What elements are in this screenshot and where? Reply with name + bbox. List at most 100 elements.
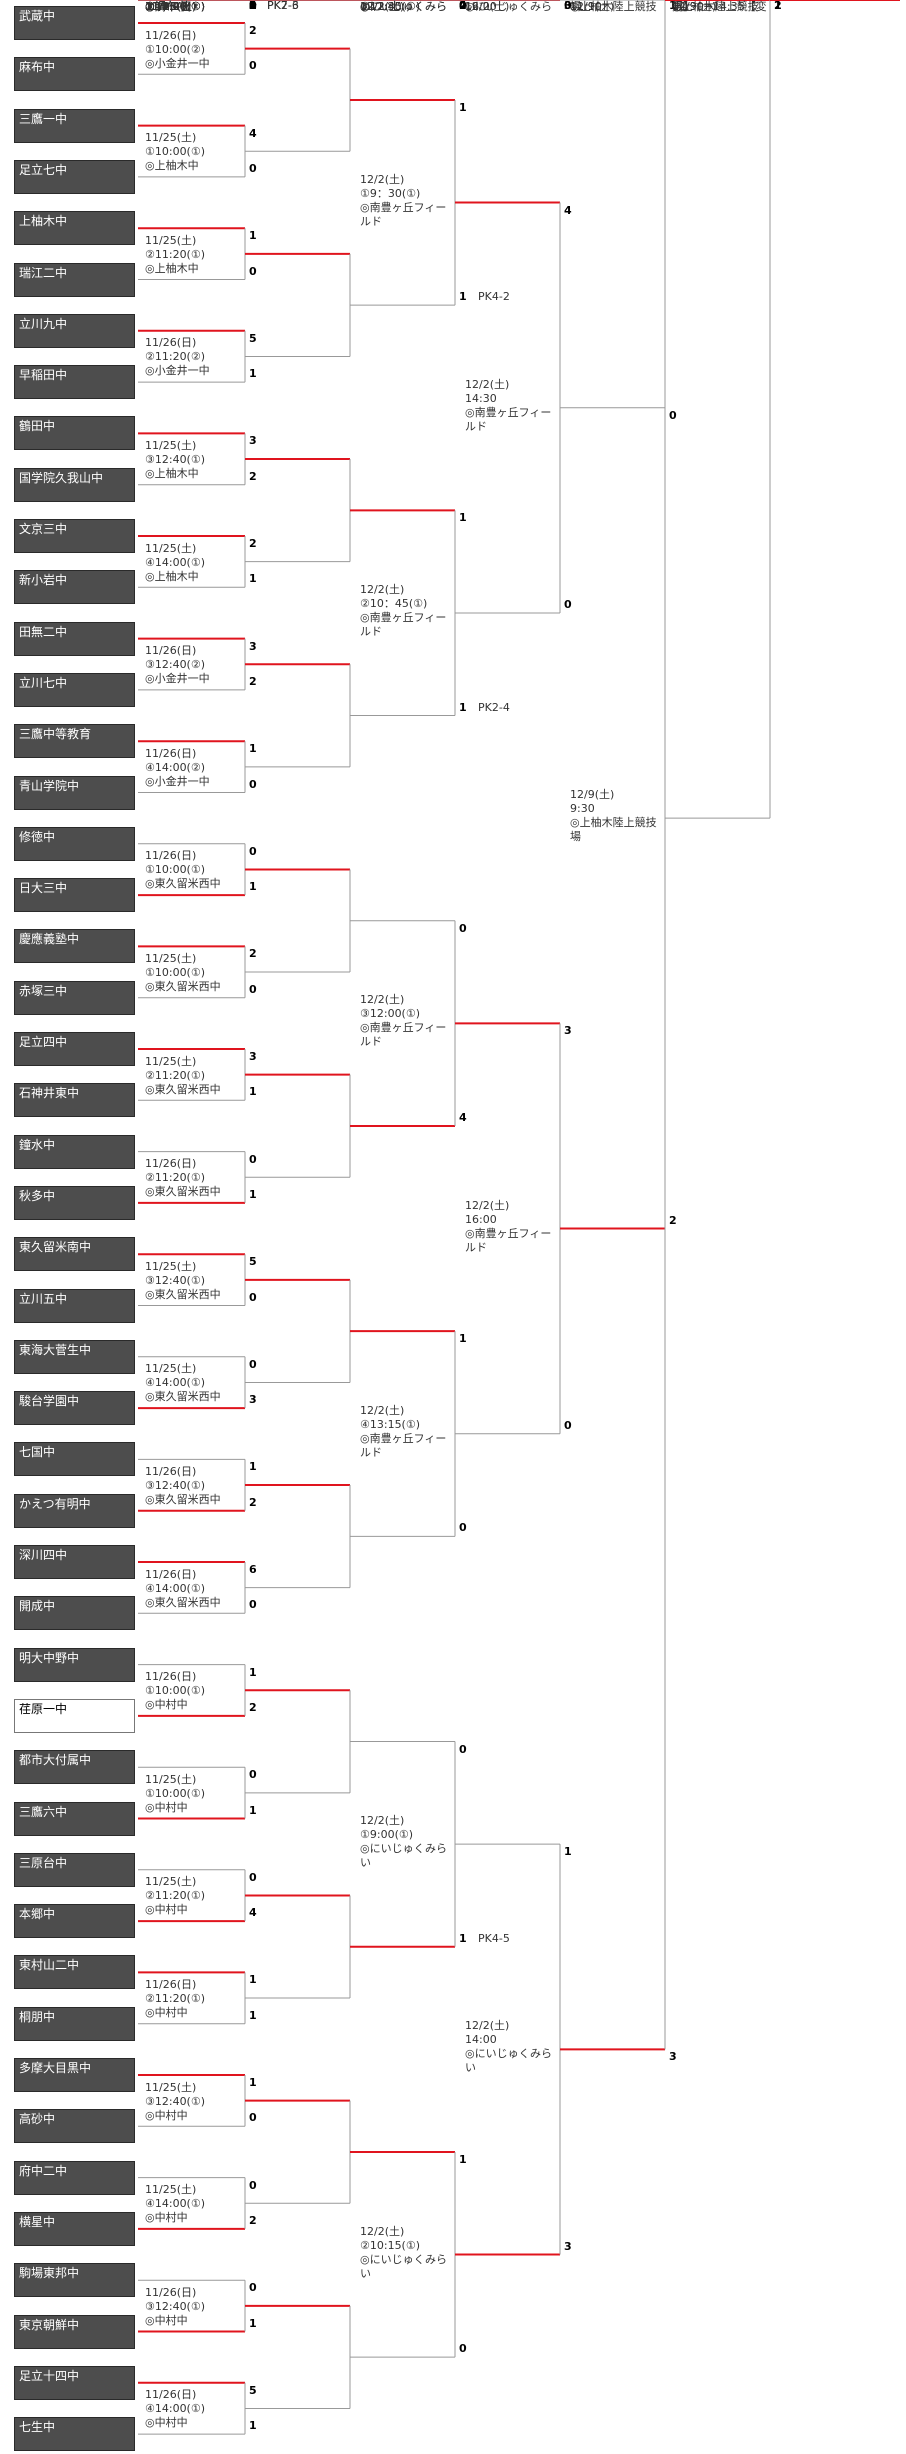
match-info-line: ◎南豊ヶ丘フィー: [360, 610, 447, 624]
score-top: 1: [249, 1460, 257, 1474]
match-info-line: い: [360, 1856, 371, 1870]
match-info-line: ③12:40(①): [145, 2299, 206, 2313]
match-info-line: ④14:00(①): [145, 2197, 206, 2211]
score-bottom: 3: [249, 1393, 257, 1407]
match-info-line: 11/25(土): [145, 2080, 197, 2094]
match-info-line: 11/26(日): [145, 1567, 197, 1581]
final-score-top: 1: [774, 0, 782, 12]
match-info-line: ①10:00(①): [145, 145, 206, 159]
score-top: 0: [459, 1742, 467, 1756]
team-box: 赤塚三中: [14, 980, 135, 1015]
match-info-line: 11/25(土): [145, 2183, 197, 2197]
team-box: 本郷中: [14, 1904, 135, 1939]
team-box: 七国中: [14, 1442, 135, 1477]
match-info-line: ◎調布中: [145, 0, 188, 13]
score-top: 1: [249, 0, 257, 12]
match-info-line: 12/9(土): [672, 0, 717, 13]
match-info-line: 11/25(土): [145, 0, 197, 13]
score-bottom: 0: [249, 1598, 257, 1612]
match-info-line: 12/2(土): [360, 582, 405, 596]
match-info-line: ◎小金井一中: [145, 672, 210, 686]
match-info-line: ◎にいじゅくみら: [360, 0, 448, 13]
match-info-line: ◎にいじゅくみら: [465, 2047, 553, 2061]
match-info-line: ◎東久留米西中: [145, 1493, 221, 1507]
match-info-line: ①10:00(①): [145, 863, 206, 877]
score-bottom: 1: [249, 880, 257, 894]
match-info-line: ③12:40(①): [145, 0, 206, 13]
score-bottom: 1: [249, 2316, 257, 2330]
match-info-line: ◎小金井一中: [145, 774, 210, 788]
match-info-line: 12/2(土): [360, 1403, 405, 1417]
match-info-line: 11/25(土): [145, 1054, 197, 1068]
team-box: 東京朝鮮中: [14, 2314, 135, 2349]
match-info-line: 11/25(土): [145, 0, 197, 13]
match-info-line: 11/25(土): [145, 1362, 197, 1376]
score-bottom: 4: [249, 1906, 257, 1920]
match-info-line: ◎上柚木陸上競技: [570, 816, 657, 830]
team-box: 日大三中: [14, 878, 135, 913]
team-box: 三鷹一中: [14, 108, 135, 143]
match-info-line: 12/2(土): [465, 1198, 510, 1212]
match-info-line: ルド: [360, 624, 382, 638]
score-top: 0: [249, 1357, 257, 1371]
match-info-line: ②10:15(①): [360, 2238, 421, 2252]
score-bottom: 1: [249, 2008, 257, 2022]
match-info-line: ②11:20(①): [145, 1889, 206, 1903]
match-info-line: 11/26(日): [145, 1157, 197, 1171]
match-info-line: ③12:00(①): [360, 1007, 421, 1021]
match-info-line: 11/25(土): [145, 1875, 197, 1889]
team-box: 府中二中: [14, 2160, 135, 2195]
score-top: 3: [249, 0, 257, 12]
score-top: 1: [249, 0, 257, 12]
score-top: 6: [249, 1563, 257, 1576]
score-bottom: 0: [249, 161, 257, 175]
match-info-line: 11/26(日): [145, 1978, 197, 1992]
match-info-line: 11/26(日): [145, 1670, 197, 1684]
match-info-line: 11/26(日): [145, 336, 197, 350]
match-info-line: ◎東久留米西中: [145, 1390, 221, 1404]
match-info-line: ◎調布中: [145, 0, 188, 13]
score-bottom: 3: [249, 0, 257, 12]
team-box: 三鷹六中: [14, 1801, 135, 1836]
match-info-line: ①10:00(①): [145, 0, 206, 13]
score-bottom: 1: [249, 1085, 257, 1099]
score-top: 0: [249, 1152, 257, 1166]
match-info-line: ◎南豊ヶ丘フィー: [465, 1226, 552, 1240]
score-bottom: 2: [249, 0, 257, 12]
match-info-line: い: [465, 0, 476, 13]
match-info-line: ①10:00(①): [145, 966, 206, 980]
score-bottom: 2: [249, 674, 257, 688]
score-top: 4: [249, 0, 257, 12]
match-info-line: ①10:00(①): [145, 1786, 206, 1800]
match-info-line: 11/25(土): [145, 0, 197, 13]
match-info-line: ◎東久留米西中: [145, 877, 221, 891]
match-info-line: ◎東久留米西中: [145, 1185, 221, 1199]
match-info-line: ◎上柚木中: [145, 569, 199, 583]
score-top: 3: [249, 434, 257, 448]
match-info-line: ②11:20(②): [145, 350, 206, 364]
match-info-line: ②11:20(①): [145, 1068, 206, 1082]
match-info-line: ◎小金井一中: [145, 56, 210, 70]
team-box: 東久留米南中: [14, 1237, 135, 1272]
score-bottom: 1: [249, 1187, 257, 1201]
team-box: 足立四中: [14, 1032, 135, 1066]
match-info-line: ◎調布中: [145, 0, 188, 13]
match-info-line: 場: [570, 830, 581, 844]
match-info-line: 12/2(土): [465, 0, 510, 13]
match-info-line: ②11:20(①): [145, 1171, 206, 1185]
match-info-line: ◎調布中: [145, 0, 188, 13]
team-box: 田無二中: [14, 621, 135, 656]
score-top: 3: [249, 1050, 257, 1063]
match-info-line: 12/2(土): [465, 2019, 510, 2033]
team-box: 多摩大目黒中: [14, 2058, 135, 2092]
match-info-line: ◎南豊ヶ丘フィー: [360, 200, 447, 214]
score-top: 0: [459, 921, 467, 935]
match-info-line: 更】: [672, 0, 694, 13]
match-info-line: 11/26(日): [145, 746, 197, 760]
match-info-line: ②10：45(①): [360, 596, 428, 610]
match-info-line: 11/25(土): [145, 0, 197, 13]
score-bottom: 0: [459, 1521, 467, 1535]
score-bottom: 1: [249, 572, 257, 586]
score-top: 1: [249, 0, 257, 12]
